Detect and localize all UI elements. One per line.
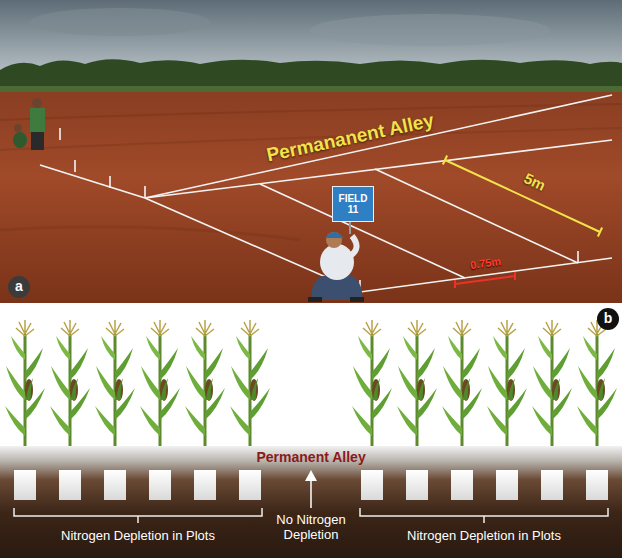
root-zone bbox=[104, 470, 126, 500]
plot-grid bbox=[40, 95, 612, 292]
root-zone bbox=[149, 470, 171, 500]
root-zone bbox=[496, 470, 518, 500]
panel-letter: a bbox=[8, 276, 30, 298]
person-arm bbox=[350, 236, 357, 256]
root-zone bbox=[14, 470, 36, 500]
alley-label: Permanent Alley bbox=[257, 449, 366, 465]
arrowhead bbox=[305, 470, 317, 481]
maize-plant bbox=[95, 320, 135, 446]
soil-furrow bbox=[0, 104, 622, 120]
panel-letter: b bbox=[597, 308, 619, 330]
bracket bbox=[14, 508, 262, 523]
maize-plant bbox=[397, 320, 437, 446]
maize-plant bbox=[487, 320, 527, 446]
field-sign: FIELD 11 bbox=[332, 186, 374, 222]
guide-line bbox=[40, 165, 145, 198]
root-zone bbox=[239, 470, 261, 500]
plot-boundary-line bbox=[145, 198, 612, 292]
root-zone bbox=[194, 470, 216, 500]
person-body bbox=[30, 108, 45, 132]
person-legs bbox=[31, 132, 44, 150]
panel-divider bbox=[0, 303, 622, 305]
bracket bbox=[360, 508, 608, 523]
person-shirt bbox=[320, 244, 354, 280]
root-zone bbox=[586, 470, 608, 500]
alley-edge-line bbox=[145, 140, 612, 198]
dimension-line bbox=[443, 156, 602, 237]
root-zone bbox=[451, 470, 473, 500]
soil-band bbox=[0, 446, 622, 558]
plot-row-line bbox=[375, 169, 578, 263]
zone-label: Nitrogen Depletion in Plots bbox=[61, 529, 215, 544]
zone-label: No Nitrogen Depletion bbox=[269, 513, 353, 543]
soil-furrow bbox=[0, 227, 300, 240]
maize-plant bbox=[230, 320, 270, 446]
maize-plant bbox=[352, 320, 392, 446]
maize-plant bbox=[442, 320, 482, 446]
root-zone bbox=[406, 470, 428, 500]
maize-plant bbox=[5, 320, 45, 446]
red-soil bbox=[0, 92, 622, 303]
cloud bbox=[30, 8, 210, 36]
person-shoe bbox=[308, 297, 322, 302]
zone-label: Nitrogen Depletion in Plots bbox=[407, 529, 561, 544]
person-body bbox=[13, 132, 27, 148]
sign-post bbox=[349, 222, 351, 234]
person-cap bbox=[325, 232, 344, 238]
maize-plant bbox=[140, 320, 180, 446]
person-shoe bbox=[350, 297, 364, 302]
maize-plant bbox=[577, 320, 617, 446]
root-zone bbox=[59, 470, 81, 500]
root-zone bbox=[541, 470, 563, 500]
maize-plant bbox=[185, 320, 225, 446]
sign-text: FIELD 11 bbox=[333, 193, 373, 215]
alley-edge-line bbox=[145, 95, 612, 198]
panel-letter-text: b bbox=[604, 311, 613, 326]
cloud bbox=[310, 14, 550, 46]
maize-plant bbox=[532, 320, 572, 446]
dimension-line bbox=[455, 272, 515, 288]
person-head bbox=[32, 98, 42, 108]
pointer-arrow bbox=[310, 479, 312, 508]
panel-letter-text: a bbox=[15, 279, 23, 294]
plot-row-line bbox=[260, 184, 465, 278]
person-head bbox=[14, 124, 22, 132]
maize-plant bbox=[50, 320, 90, 446]
root-zone bbox=[361, 470, 383, 500]
